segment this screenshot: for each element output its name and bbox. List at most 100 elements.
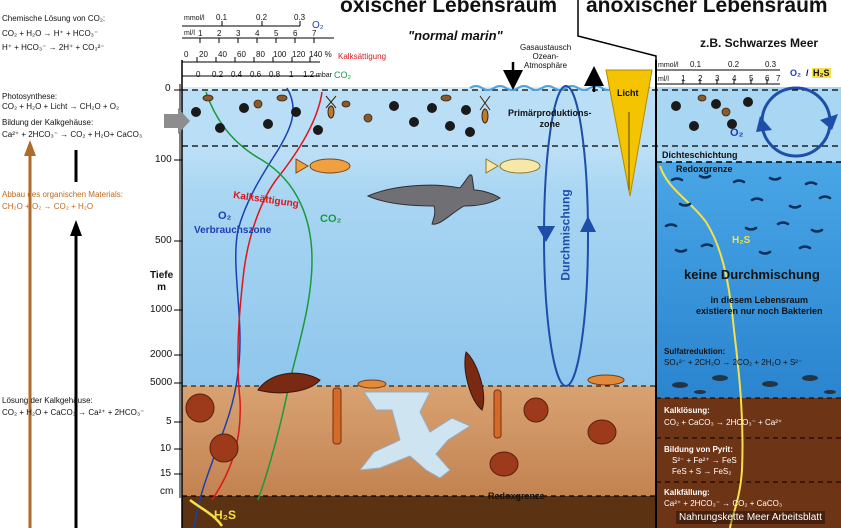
- mixing-label: Durchmischung: [558, 189, 573, 281]
- anoxic-scale-tick-6: 6: [765, 74, 770, 83]
- precipitation-title: Kalkfällung:: [664, 488, 710, 497]
- precipitation-eq: Ca²⁺ + 2HCO₃⁻ → CO₂ + CaCO₃: [664, 499, 783, 508]
- shark: [366, 174, 501, 225]
- o2-scale-tick-2: 0.2: [256, 13, 268, 22]
- ml-scale-tick-6: 6: [293, 29, 298, 38]
- co2-scale-tick-6: 1: [289, 70, 294, 79]
- kalk-dissolve-title: Kalklösung:: [664, 406, 710, 415]
- anoxic-scale-tick-7: 7: [776, 74, 781, 83]
- ml-scale-tick-4: 4: [255, 29, 260, 38]
- stratification-label: Dichteschichtung: [662, 150, 738, 160]
- copepods: [325, 95, 491, 124]
- anoxic-scale-label-sep: /: [806, 68, 809, 78]
- depth-tick-5000: 5000: [150, 377, 173, 388]
- anoxic-sediment-particles: [672, 375, 836, 394]
- kalk-scale-label: Kalksättigung: [338, 52, 387, 61]
- left-black-arrowhead: [70, 220, 82, 236]
- o2-scale-tick-3: 0.3: [294, 13, 306, 22]
- anoxic-scale-tick-2: 2: [698, 74, 703, 83]
- shell-formation-eq: Ca²⁺ + 2HCO₃⁻ → CO₂ + H₂O+ CaCO₃: [2, 130, 143, 139]
- redox-label-anoxic: Redoxgrenze: [676, 164, 733, 174]
- tube-worms: [332, 387, 502, 445]
- pyrite-eq2: FeS + S → FeS₂: [672, 467, 732, 476]
- watermark: Nahrungskette Meer Arbeitsblatt: [676, 511, 825, 524]
- sulfate-eq: SO₄²⁻ + 2CH₂O → 2CO₂ + 2H₂O + S²⁻: [664, 358, 803, 367]
- shell-formation-title: Bildung der Kalkgehäuse:: [2, 118, 94, 127]
- title-divider: [577, 0, 657, 62]
- h2s-curve-oxic: [189, 499, 224, 527]
- co2-dissolution-title: Chemische Lösung von CO₂:: [2, 14, 106, 23]
- title-anoxic: anoxischer Lebensraum: [586, 0, 828, 17]
- oxic-sediment-dark: [182, 496, 656, 528]
- anoxic-scale-tick-1: 1: [681, 74, 686, 83]
- anoxic-scale-tick-3: 3: [715, 74, 720, 83]
- bivalves: [185, 393, 617, 477]
- bacteria-label: in diesem Lebensraum existieren nur noch…: [696, 295, 823, 316]
- title-example: z.B. Schwarzes Meer: [700, 36, 819, 50]
- anoxic-loop-arrow2: [820, 114, 838, 130]
- co2-scale-tick-4: 0.6: [250, 70, 262, 79]
- co2-dissolution-eq1: CO₂ + H₂O → H⁺ + HCO₃⁻: [2, 29, 99, 38]
- o2-curve-label: O₂: [218, 210, 232, 222]
- burrow: [358, 391, 472, 479]
- anoxic-o2-label: O₂: [730, 127, 744, 139]
- mixing-arrow-down: [537, 226, 555, 242]
- organic-particles: [191, 97, 753, 137]
- kalk-scale-tick-6: 100: [273, 50, 287, 59]
- photosynthesis-eq: CO₂ + H₂O + Licht → CH₂O + O₂: [2, 102, 120, 111]
- kalk-scale-tick-1: 0: [184, 50, 189, 59]
- sed-tick-10: 10: [160, 443, 172, 454]
- anoxic-loop-arrow1: [756, 116, 772, 132]
- left-brown-arrowhead: [24, 140, 36, 156]
- dissolution-eq: CO₂ + H₂O + CaCO₃ → Ca²⁺ + 2HCO₃⁻: [2, 408, 145, 417]
- sulfate-title: Sulfatreduktion:: [664, 347, 726, 356]
- dissolution-title: Lösung der Kalkgehäuse:: [2, 396, 93, 405]
- co2-scale-label: CO₂: [334, 70, 351, 80]
- kalk-scale-tick-7: 120: [292, 50, 306, 59]
- pyrite-title: Bildung von Pyrit:: [664, 445, 733, 454]
- depth-tick-100: 100: [155, 154, 172, 165]
- kalk-scale-tick-4: 60: [237, 50, 246, 59]
- anoxic-scale-label-o2: O₂: [790, 68, 801, 78]
- co2-scale-tick-1: 0: [196, 70, 201, 79]
- h2s-label-bottom: H₂S: [214, 508, 237, 522]
- photosynthesis-title: Photosynthese:: [2, 92, 58, 101]
- anoxic-scale-label-h2s: H₂S: [812, 68, 831, 78]
- title-oxic: oxischer Lebensraum: [340, 0, 558, 17]
- kalk-scale-tick-2: 20: [199, 50, 208, 59]
- anoxic-scale-mmol: mmol/l: [658, 62, 679, 69]
- depth-tick-0: 0: [165, 83, 171, 94]
- co2-scale-unit: mbar: [316, 72, 332, 79]
- fish-orange: [295, 158, 351, 174]
- co2-curve: [205, 91, 313, 501]
- light-label: Licht: [617, 88, 639, 98]
- ml-scale-unit: ml/l: [184, 30, 195, 37]
- co2-scale-tick-2: 0.2: [212, 70, 224, 79]
- anoxic-scale-top-tick-3: 0.3: [765, 60, 777, 69]
- depth-tick-2000: 2000: [150, 349, 173, 360]
- kalk-scale-tick-8: 140 %: [309, 50, 332, 59]
- pyrite-eq1: S²⁻ + Fe²⁺ → FeS: [672, 456, 737, 465]
- depth-label: Tiefe m: [150, 270, 174, 293]
- anoxic-sediment: [656, 398, 841, 528]
- o2-scale: [182, 21, 334, 77]
- co2-dissolution-eq2: H⁺ + HCO₃⁻ → 2H⁺ + CO₃²⁻: [2, 43, 105, 52]
- primary-production-band: [182, 90, 656, 146]
- mussels: [257, 351, 485, 411]
- anoxic-scale-tick-4: 4: [732, 74, 737, 83]
- ml-scale-tick-2: 2: [217, 29, 222, 38]
- redox-label-bottom: Redoxgrenze: [488, 491, 545, 501]
- sed-tick-15: 15: [160, 468, 172, 479]
- kalk-scale-tick-5: 80: [256, 50, 265, 59]
- anoxic-scale-top-tick-1: 0.1: [690, 60, 702, 69]
- fish-yellow: [485, 158, 541, 174]
- co2-scale-tick-7: 1.2: [303, 70, 315, 79]
- o2-scale-tick-1: 0.1: [216, 13, 228, 22]
- o2-scale-label: O₂: [312, 20, 324, 31]
- h2s-label-anoxic: H₂S: [732, 235, 751, 246]
- mixing-arrow-up: [580, 216, 596, 232]
- ml-scale-tick-1: 1: [198, 29, 203, 38]
- depth-tick-500: 500: [155, 235, 172, 246]
- depth-tick-1000: 1000: [150, 304, 173, 315]
